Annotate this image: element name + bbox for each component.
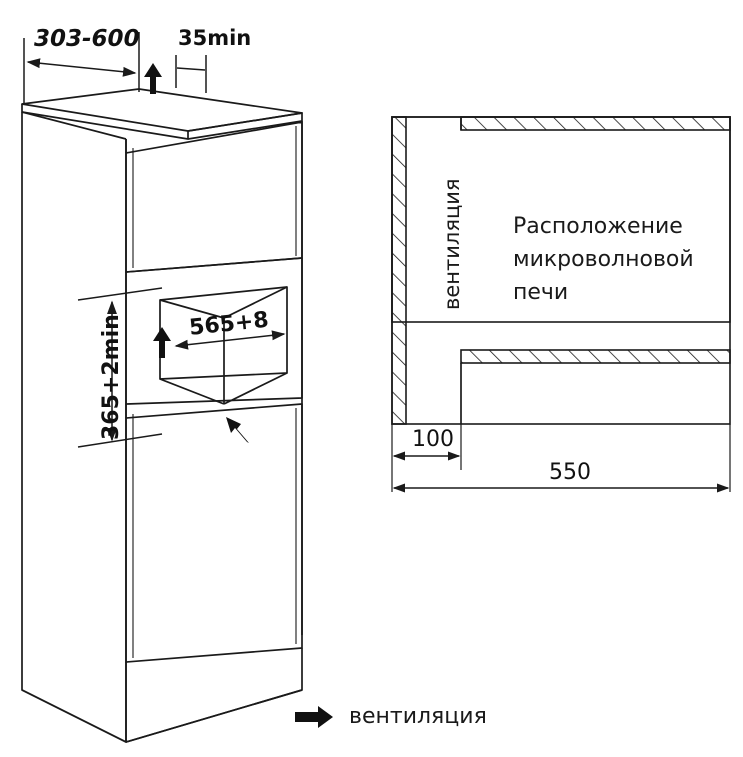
dimension-line-niche-width <box>174 330 286 350</box>
bottom-vent-strip <box>460 349 731 364</box>
legend-label: вентиляция <box>349 704 487 729</box>
left-vent-strip <box>391 116 407 425</box>
dimension-label-vent-gap: 35min <box>178 26 252 50</box>
dimension-line-depth-range <box>23 32 140 104</box>
dimension-label-total-width: 550 <box>549 460 591 485</box>
dimension-label-depth-range: 303-600 <box>34 26 140 52</box>
cabinet-body <box>21 88 303 743</box>
vent-arrow-top <box>144 63 162 94</box>
dimension-label-vent-depth: 100 <box>412 427 454 452</box>
vent-label-plan: вентиляция <box>440 178 464 310</box>
vent-arrow-bottom <box>226 417 249 443</box>
dimension-line-vent-gap <box>175 55 207 93</box>
dimension-label-niche-height: 365+2min <box>99 314 124 440</box>
vent-arrow-middle <box>153 327 171 358</box>
dimension-line-niche-height <box>77 287 163 448</box>
placement-label: Расположение микроволновой печи <box>513 214 694 305</box>
top-vent-strip <box>460 116 731 131</box>
cabinet-panel-thickness-lines <box>132 126 297 658</box>
plan-extension-lines <box>391 363 731 492</box>
legend-arrow-right-icon <box>295 706 333 728</box>
